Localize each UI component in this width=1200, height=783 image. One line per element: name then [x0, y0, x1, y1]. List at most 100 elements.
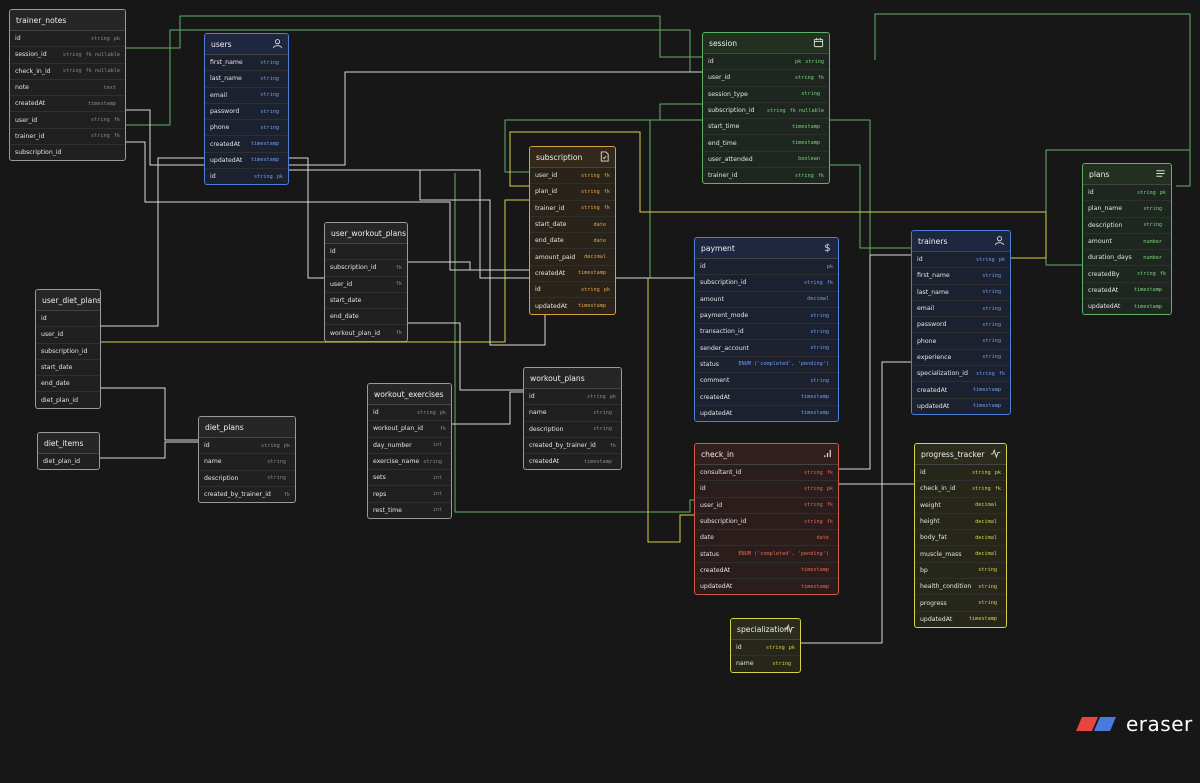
table-title[interactable]: subscription [530, 147, 615, 168]
table-title[interactable]: progress_tracker [915, 444, 1006, 465]
table-title[interactable]: specialization [731, 619, 800, 640]
field-row[interactable]: id [36, 311, 100, 328]
table-title[interactable]: workout_exercises [368, 384, 451, 405]
table-title[interactable]: plans [1083, 164, 1171, 185]
table-title[interactable]: payment$ [695, 238, 838, 259]
field-row[interactable]: diet_plan_id [38, 454, 99, 469]
table-title[interactable]: users [205, 34, 288, 55]
table-title[interactable]: user_diet_plans [36, 290, 100, 311]
table-title[interactable]: diet_plans [199, 417, 295, 438]
field-row[interactable]: start_date [36, 360, 100, 377]
table-title[interactable]: trainer_notes [10, 10, 125, 31]
table-title[interactable]: session [703, 33, 829, 54]
field-row[interactable]: end_date [325, 309, 407, 326]
field-row[interactable]: diet_plan_id [36, 392, 100, 407]
field-row[interactable]: subscription_id [36, 344, 100, 360]
table-title[interactable]: trainers [912, 231, 1010, 252]
